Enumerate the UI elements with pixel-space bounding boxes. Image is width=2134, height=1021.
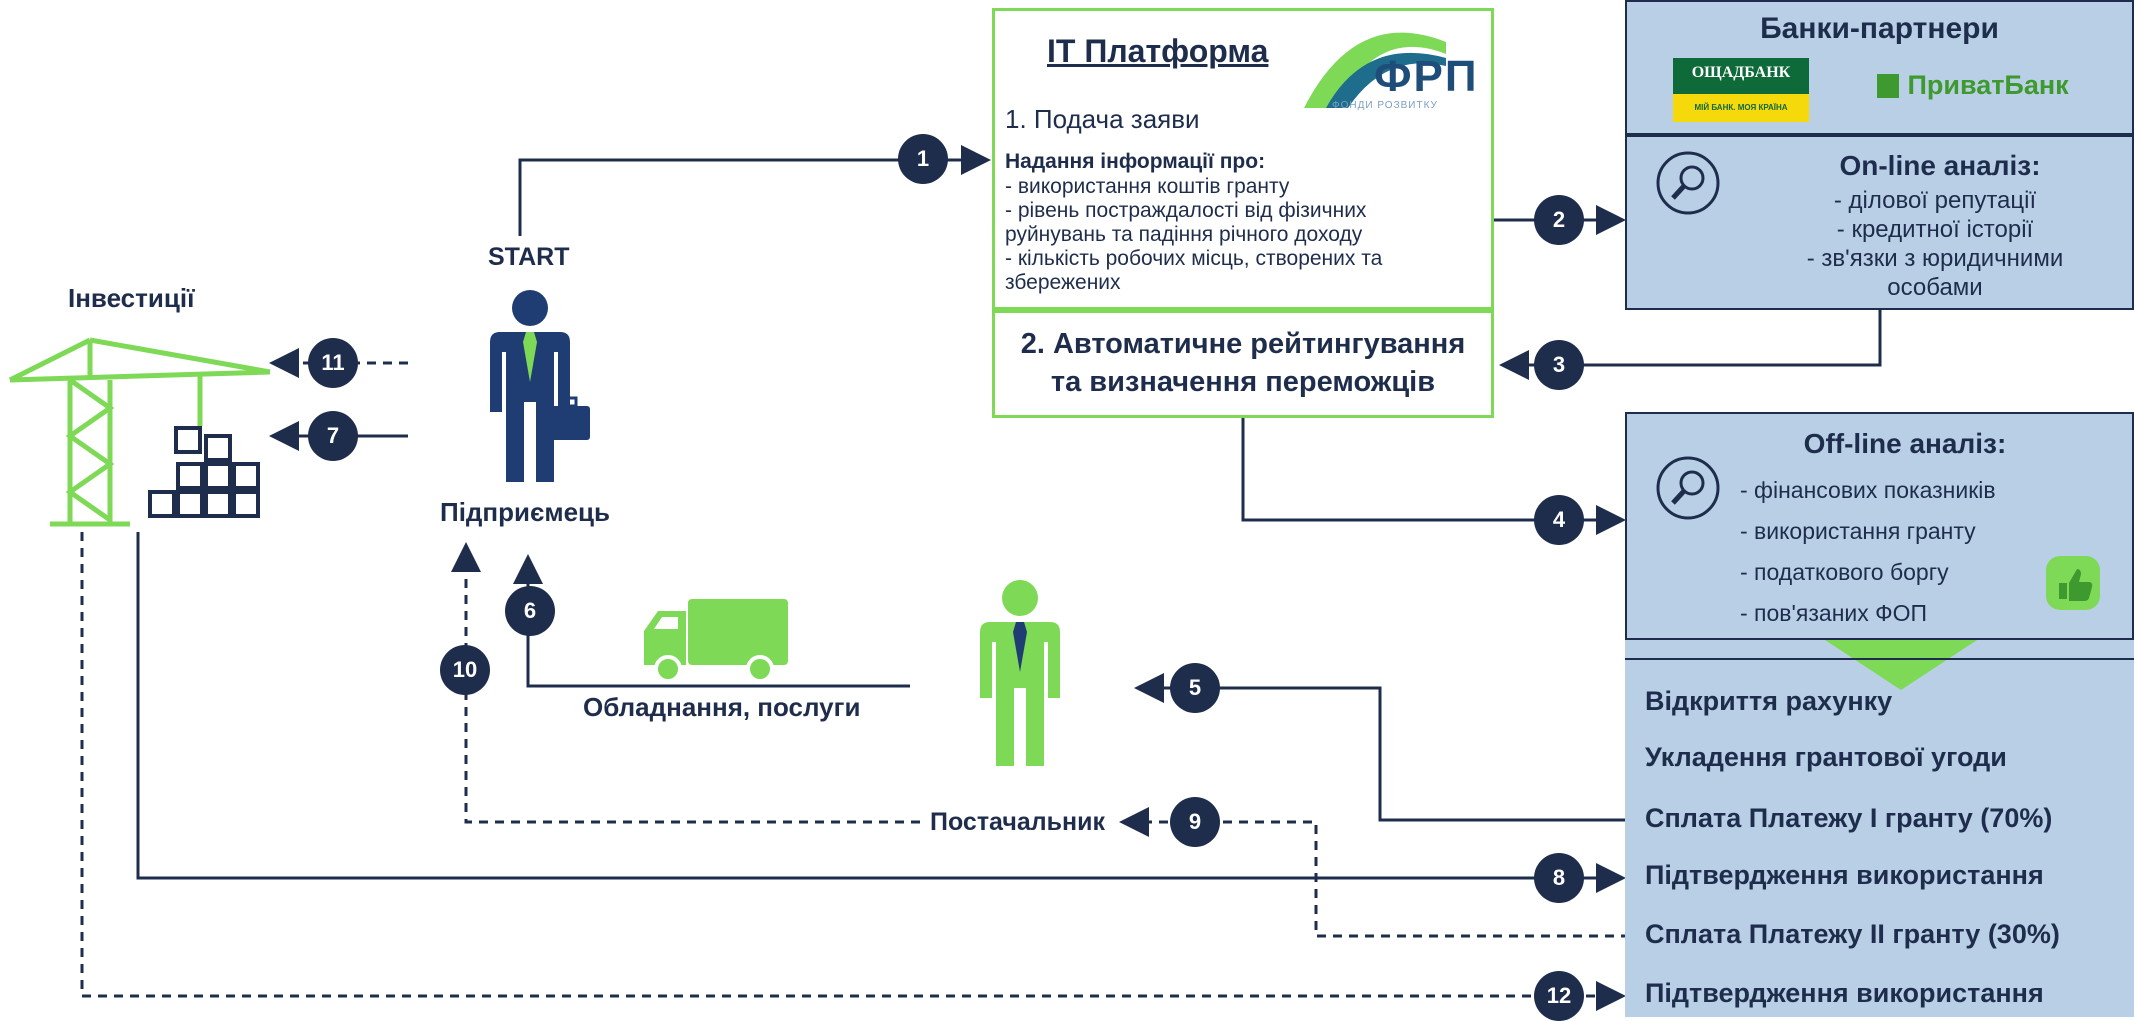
connector-4 [1241,418,1626,535]
step-badge-8: 8 [1534,853,1584,903]
connector-8 [136,532,1626,893]
step1-title: 1. Подача заяви [1005,104,1200,134]
connector-1 [518,145,991,236]
it-platform-title: IT Платформа [1047,33,1269,69]
ranking-box [992,310,1494,418]
privatbank-icon [1877,73,1899,98]
step2-line2: та визначення переможців [1050,366,1436,398]
start-label: START [488,243,570,271]
online-title: On-line аналіз: [1839,150,2041,181]
oschadbank-name: ОЩАДБАНК [1691,64,1791,81]
frp-logo-subtitle: ФОНДИ РОЗВИТКУ [1332,100,1438,111]
down-triangle [1825,640,1977,690]
thumbs-up-icon [2045,555,2101,616]
connector-5 [1134,673,1630,822]
step-badge-1: 1 [898,134,948,184]
step2-title: 2. Автоматичне рейтингування та визначен… [992,325,1494,401]
supplier-icon [965,578,1075,773]
oschadbank-logo: ОЩАДБАНК МІЙ БАНК. МОЯ КРАЇНА [1673,58,1809,122]
offline-item: - пов'язаних ФОП [1740,600,1928,626]
offline-item: - податкового боргу [1740,559,1949,585]
step-confirm-usage-1: Підтвердження використання [1645,860,2044,890]
step-badge-6: 6 [505,586,555,636]
offline-title: Off-line аналіз: [1803,428,2007,459]
step2-line1: 2. Автоматичне рейтингування [1020,328,1466,360]
connector-10 [451,542,920,824]
step-badge-12: 12 [1534,971,1584,1021]
grant-steps-panel [1625,640,2134,1017]
online-item: особами [1887,274,1983,301]
online-list: - ділової репутації - кредитної історії … [1765,186,2105,302]
info-header: Надання інформації про: [1005,150,1266,173]
step-badge-5: 5 [1170,663,1220,713]
supplier-label: Постачальник [930,808,1105,836]
step-badge-4: 4 [1534,495,1584,545]
oschadbank-tagline-text: МІЙ БАНК. МОЯ КРАЇНА [1694,103,1788,112]
connector-9 [1119,807,1630,938]
oschadbank-tagline: МІЙ БАНК. МОЯ КРАЇНА [1673,94,1809,122]
offline-list: - фінансових показників - використання г… [1740,470,1996,634]
info-list: - використання коштів гранту - рівень по… [1005,175,1382,295]
connector-12 [80,532,1626,1011]
frp-logo-graphic [1304,32,1446,108]
step-badge-11: 11 [308,338,358,388]
banks-title: Банки-партнери [1760,12,1999,45]
investments-label: Інвестиції [68,283,195,313]
entrepreneur-icon [470,288,610,493]
frp-logo-text: ФРП [1374,52,1479,101]
online-item: - зв'язки з юридичними [1806,245,2064,272]
step-badge-10: 10 [440,645,490,695]
step-badge-9: 9 [1170,797,1220,847]
crane-icon [0,318,280,543]
info-item: збережених [1005,271,1121,294]
magnifier-icon [1655,150,1721,221]
online-item: - ділової репутації [1833,187,2037,214]
step-badge-2: 2 [1534,195,1584,245]
step-open-account: Відкриття рахунку [1645,686,1893,716]
equipment-label: Обладнання, послуги [583,692,861,722]
info-item: - рівень постраждалості від фізичних [1005,199,1367,222]
step-payment-1: Сплата Платежу І гранту (70%) [1645,803,2053,833]
info-item: руйнувань та падіння річного доходу [1005,223,1363,246]
online-item: - кредитної історії [1836,216,2034,243]
step-badge-7: 7 [308,411,358,461]
truck-icon [640,597,790,688]
step-badge-3: 3 [1534,340,1584,390]
offline-item: - фінансових показників [1740,477,1996,503]
step-payment-2: Сплата Платежу ІІ гранту (30%) [1645,919,2060,949]
step-confirm-usage-2: Підтвердження використання [1645,978,2044,1008]
offline-item: - використання гранту [1740,518,1976,544]
step-grant-agreement: Укладення грантової угоди [1645,742,2007,772]
privatbank-logo: ПриватБанк [1877,70,2069,101]
entrepreneur-label: Підприємець [440,497,611,527]
frp-logo: ФРП ФОНДИ РОЗВИТКУ [1296,16,1492,116]
divider [1625,658,2134,660]
magnifier-icon [1655,455,1721,526]
privatbank-name: ПриватБанк [1907,70,2069,100]
info-item: - кількість робочих місць, створених та [1005,247,1383,270]
connector-3 [1499,310,1882,380]
info-item: - використання коштів гранту [1005,175,1290,198]
